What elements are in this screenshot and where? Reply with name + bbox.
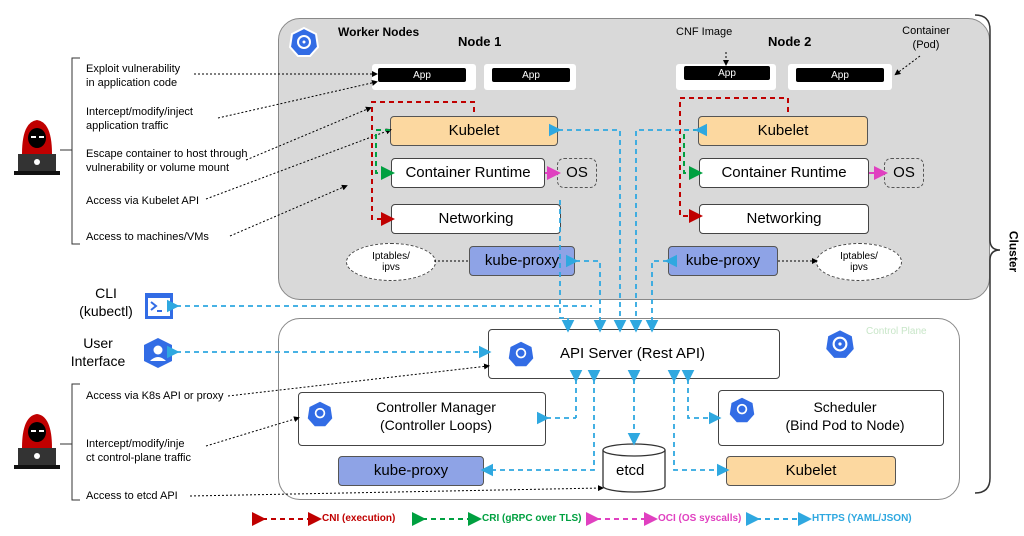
hacker-icon (14, 414, 60, 469)
node1-kubelet: Kubelet (390, 116, 558, 146)
threat-top-3: Escape container to host through vulnera… (86, 148, 248, 174)
kubernetes-icon (288, 26, 320, 57)
hacker-icon (14, 120, 60, 175)
worker-nodes-title: Worker Nodes (338, 25, 420, 39)
app-1: App (378, 68, 466, 82)
control-kube-proxy: kube-proxy (338, 456, 484, 486)
etcd-database-icon (602, 443, 666, 493)
user-icon (144, 338, 172, 368)
threat-bottom-2: Intercept/modify/inje ct control-plane t… (86, 438, 191, 464)
etcd-label: etcd (616, 462, 645, 479)
node2-os: OS (884, 158, 924, 188)
threat-top-2: Intercept/modify/inject application traf… (86, 106, 193, 132)
threat-top-4: Access via Kubelet API (86, 195, 200, 207)
scheduler (718, 390, 944, 446)
node2-container-runtime: Container Runtime (699, 158, 869, 188)
cnf-image-label: CNF Image (676, 26, 733, 38)
cli-label: CLI (kubectl) (79, 285, 133, 319)
container-pod-label: Container (Pod) (902, 25, 950, 51)
node2-iptables: Iptables/ ipvs (816, 243, 902, 281)
node1-container-runtime: Container Runtime (391, 158, 545, 188)
legend-https: HTTPS (YAML/JSON) (812, 513, 912, 524)
node1-networking: Networking (391, 204, 561, 234)
terminal-icon (145, 293, 173, 319)
api-server-icon (508, 341, 534, 367)
ui-label: User Interface (70, 335, 126, 369)
node2-kubelet: Kubelet (698, 116, 868, 146)
threat-top-5: Access to machines/VMs (86, 231, 209, 243)
api-server-label: API Server (Rest API) (560, 345, 706, 362)
legend-oci: OCI (OS syscalls) (658, 513, 742, 524)
legend-cni: CNI (execution) (322, 513, 396, 524)
app-4: App (796, 68, 884, 82)
threat-top-1: Exploit vulnerability in application cod… (86, 63, 181, 89)
node1-title: Node 1 (458, 34, 502, 49)
node2-title: Node 2 (768, 34, 812, 49)
control-plane-watermark: Control Plane (866, 326, 927, 337)
controller-manager-icon (307, 401, 333, 427)
control-kubelet: Kubelet (726, 456, 896, 486)
scheduler-icon (729, 397, 755, 423)
scheduler-label: Scheduler (Bind Pod to Node) (785, 399, 905, 433)
node2-networking: Networking (699, 204, 869, 234)
threat-bottom-1: Access via K8s API or proxy (86, 390, 224, 402)
node1-iptables: Iptables/ ipvs (346, 243, 436, 281)
app-3: App (684, 66, 770, 80)
threat-bottom-3: Access to etcd API (86, 490, 178, 502)
kubernetes-icon (823, 327, 857, 360)
legend-cri: CRI (gRPC over TLS) (482, 513, 582, 524)
app-2: App (492, 68, 570, 82)
